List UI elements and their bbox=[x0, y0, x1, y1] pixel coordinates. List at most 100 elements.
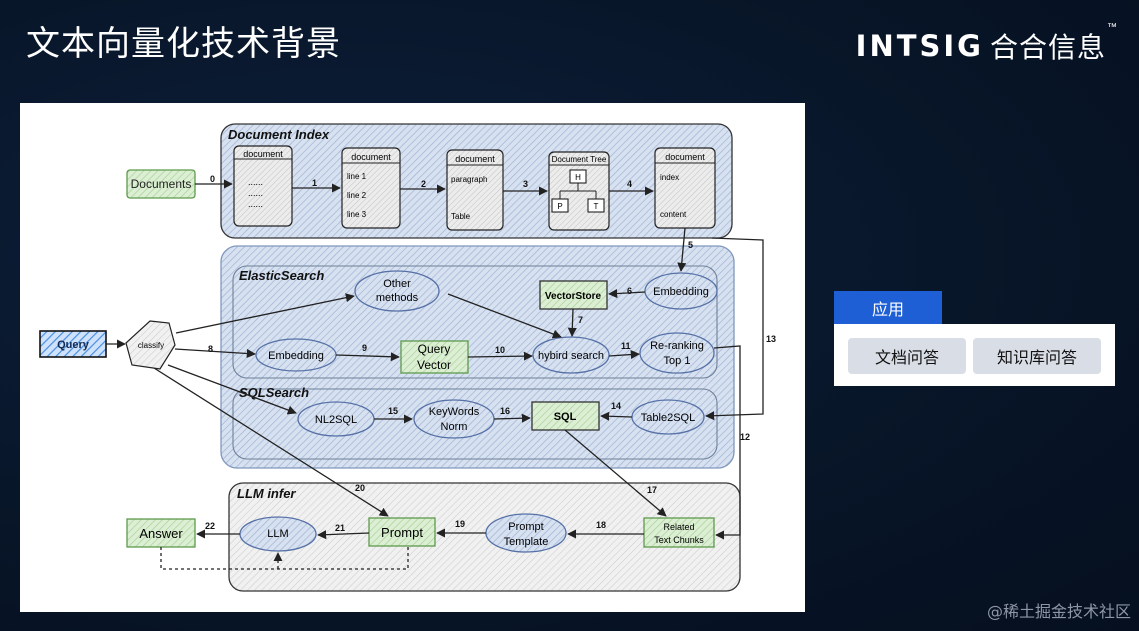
node-doc2: document line 1 line 2 line 3 bbox=[341, 147, 401, 229]
edge-label-12: 12 bbox=[740, 432, 750, 442]
edge-8 bbox=[174, 348, 256, 359]
doc3-table: Table bbox=[451, 212, 471, 221]
group-sqlsearch: SQLSearch bbox=[232, 385, 718, 460]
node-document-tree: Document Tree H P T bbox=[548, 151, 610, 231]
edge-10 bbox=[467, 351, 533, 361]
node-prompt: Prompt bbox=[368, 517, 436, 547]
doc5-index: index bbox=[660, 173, 679, 182]
vectorstore-label: VectorStore bbox=[545, 291, 602, 302]
edge-label-22: 22 bbox=[205, 521, 215, 531]
tree-h: H bbox=[575, 173, 581, 182]
edge-label-20: 20 bbox=[355, 483, 365, 493]
node-query: Query bbox=[39, 330, 107, 358]
doc2-title: document bbox=[351, 152, 391, 162]
application-panel: 应用 文档问答 知识库问答 bbox=[834, 291, 1115, 386]
node-embedding-mid: Embedding bbox=[255, 338, 337, 372]
knowledge-base-qa-button[interactable]: 知识库问答 bbox=[973, 338, 1101, 374]
brand-trademark: ™ bbox=[1107, 22, 1117, 33]
edge-label-14: 14 bbox=[611, 401, 621, 411]
llm-label: LLM bbox=[267, 528, 288, 540]
edge-label-19: 19 bbox=[455, 519, 465, 529]
other-methods-line2: methods bbox=[376, 292, 419, 304]
nl2sql-label: NL2SQL bbox=[315, 414, 357, 426]
node-answer: Answer bbox=[126, 518, 196, 548]
edge-12 bbox=[713, 345, 741, 540]
answer-label: Answer bbox=[139, 526, 183, 541]
node-doc3: document paragraph Table bbox=[446, 149, 504, 231]
rag-architecture-diagram: Document Index ElasticSearch SQLSearch L… bbox=[20, 103, 805, 612]
tree-p: P bbox=[557, 202, 562, 211]
doc1-dots-3: ...... bbox=[248, 199, 263, 209]
sql-label: SQL bbox=[554, 411, 577, 423]
edges bbox=[106, 179, 764, 570]
brand-logo: INTSIG 合合信息 ™ bbox=[855, 22, 1117, 66]
edge-label-1: 1 bbox=[312, 178, 317, 188]
query-vector-line1: Query bbox=[418, 342, 451, 356]
doc3-paragraph: paragraph bbox=[451, 175, 487, 184]
doc1-dots-2: ...... bbox=[248, 188, 263, 198]
reranking-line2: Top 1 bbox=[664, 355, 691, 367]
keywords-line1: KeyWords bbox=[429, 406, 480, 418]
slide-title: 文本向量化技术背景 bbox=[26, 24, 341, 64]
brand-name-cn: 合合信息 bbox=[989, 31, 1106, 64]
edge-label-11: 11 bbox=[621, 341, 631, 351]
table2sql-label: Table2SQL bbox=[641, 412, 695, 424]
embedding-mid-label: Embedding bbox=[268, 350, 324, 362]
edge-label-4: 4 bbox=[627, 179, 632, 189]
document-qa-button[interactable]: 文档问答 bbox=[848, 338, 966, 374]
group-label-llm-infer: LLM infer bbox=[237, 486, 296, 501]
watermark: @稀土掘金技术社区 bbox=[986, 602, 1131, 621]
edge-label-6: 6 bbox=[627, 286, 632, 296]
doc3-title: document bbox=[455, 154, 495, 164]
edge-20 bbox=[153, 367, 389, 517]
edge-label-8: 8 bbox=[208, 344, 213, 354]
node-table2sql: Table2SQL bbox=[631, 399, 705, 435]
node-prompt-template: Prompt Template bbox=[485, 513, 567, 553]
node-related-chunks: Related Text Chunks bbox=[643, 517, 715, 548]
edge-6 bbox=[608, 289, 646, 299]
edge-label-0: 0 bbox=[210, 174, 215, 184]
node-keywords-norm: KeyWords Norm bbox=[413, 399, 495, 439]
keywords-line2: Norm bbox=[441, 421, 468, 433]
brand-name-en: INTSIG bbox=[855, 29, 984, 63]
edge-label-2: 2 bbox=[421, 179, 426, 189]
edge-16 bbox=[493, 413, 531, 423]
edge-classify-to-nl2sql bbox=[167, 364, 297, 415]
edge-classify-to-other bbox=[175, 293, 355, 334]
node-documents-label: Documents bbox=[131, 177, 192, 191]
doc1-title: document bbox=[243, 149, 283, 159]
edge-21 bbox=[317, 530, 370, 540]
prompt-template-line1: Prompt bbox=[508, 521, 543, 533]
node-query-vector: Query Vector bbox=[400, 340, 469, 374]
reranking-line1: Re-ranking bbox=[650, 340, 704, 352]
doc5-title: document bbox=[665, 152, 705, 162]
edge-label-10: 10 bbox=[495, 345, 505, 355]
node-classify: classify bbox=[125, 320, 176, 370]
group-label-document-index: Document Index bbox=[228, 127, 330, 142]
node-sql: SQL bbox=[531, 401, 600, 431]
tab-application[interactable]: 应用 bbox=[834, 291, 942, 324]
tree-t: T bbox=[594, 202, 599, 211]
edge-label-13: 13 bbox=[766, 334, 776, 344]
node-documents: Documents bbox=[126, 169, 196, 199]
edge-label-21: 21 bbox=[335, 523, 345, 533]
doc2-line1: line 1 bbox=[347, 172, 367, 181]
edge-13 bbox=[705, 237, 764, 421]
tree-title: Document Tree bbox=[552, 155, 607, 164]
node-nl2sql: NL2SQL bbox=[297, 401, 375, 437]
edge-17 bbox=[564, 429, 667, 517]
other-methods-line1: Other bbox=[383, 278, 411, 290]
group-label-sqlsearch: SQLSearch bbox=[239, 385, 309, 400]
application-options: 文档问答 知识库问答 bbox=[834, 324, 1115, 386]
doc1-dots-1: ...... bbox=[248, 177, 263, 187]
node-query-label: Query bbox=[57, 339, 90, 351]
edge-other-to-hybrid bbox=[447, 293, 562, 339]
edge-label-5: 5 bbox=[688, 240, 693, 250]
embedding-top-label: Embedding bbox=[653, 286, 709, 298]
node-hybrid-search: hybird search bbox=[532, 336, 610, 374]
doc2-line3: line 3 bbox=[347, 210, 367, 219]
edge-label-9: 9 bbox=[362, 343, 367, 353]
doc5-content: content bbox=[660, 210, 687, 219]
edge-9 bbox=[335, 352, 400, 362]
edge-feedback-dashed bbox=[160, 546, 409, 570]
